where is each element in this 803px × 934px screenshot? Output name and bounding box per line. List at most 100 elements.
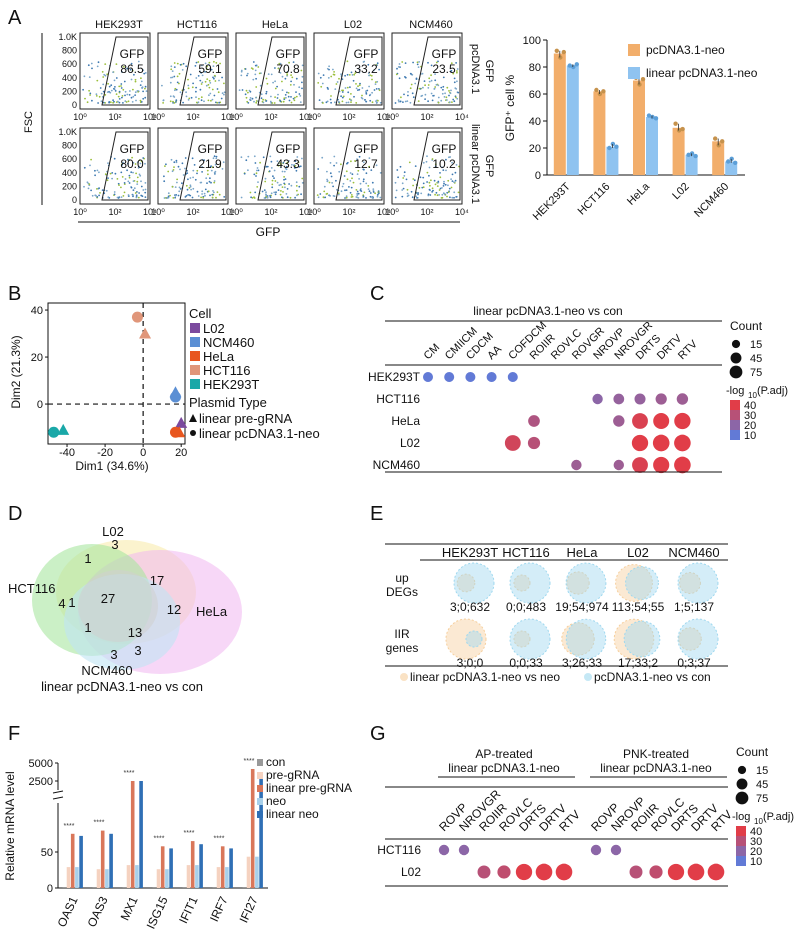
flow-event-dot bbox=[97, 102, 99, 104]
dotplot-dot bbox=[674, 434, 691, 452]
flow-event-dot bbox=[107, 177, 109, 180]
flow-event-dot bbox=[426, 171, 429, 174]
flow-event-dot bbox=[420, 95, 423, 97]
flow-event-dot bbox=[175, 88, 178, 91]
flow-event-dot bbox=[83, 166, 86, 169]
y-tick-label: 1.0K bbox=[58, 127, 77, 137]
flow-event-dot bbox=[332, 68, 334, 71]
f-category-label: IRF7 bbox=[207, 894, 231, 924]
flow-event-dot bbox=[169, 100, 172, 103]
flow-event-dot bbox=[326, 100, 329, 103]
flow-event-dot bbox=[371, 196, 374, 199]
flow-event-dot bbox=[343, 175, 346, 177]
x-tick-label: 10⁴ bbox=[455, 112, 469, 122]
flow-event-dot bbox=[344, 87, 347, 89]
flow-event-dot bbox=[357, 89, 359, 91]
flow-event-dot bbox=[205, 177, 208, 180]
flow-event-dot bbox=[301, 81, 303, 84]
dotplot-dot bbox=[632, 413, 648, 429]
flow-event-dot bbox=[329, 98, 332, 101]
flow-event-dot bbox=[216, 88, 219, 90]
flow-event-dot bbox=[399, 100, 402, 103]
flow-event-dot bbox=[422, 161, 425, 164]
flow-event-dot bbox=[195, 101, 198, 104]
flow-event-dot bbox=[340, 73, 342, 76]
flow-events bbox=[163, 155, 226, 199]
x-tick-label: 10⁴ bbox=[221, 112, 235, 122]
flow-row-label: linear pcDNA3.1 bbox=[469, 124, 481, 204]
flow-event-dot bbox=[441, 187, 443, 189]
flow-event-dot bbox=[109, 101, 112, 104]
flow-event-dot bbox=[208, 94, 210, 97]
flow-event-dot bbox=[349, 172, 352, 174]
flow-event-dot bbox=[434, 183, 437, 186]
flow-event-dot bbox=[201, 158, 204, 161]
flow-event-dot bbox=[191, 86, 194, 89]
flow-event-dot bbox=[408, 161, 411, 164]
replicate-point bbox=[680, 126, 685, 132]
flow-event-dot bbox=[299, 95, 302, 97]
gate-label: GFP bbox=[276, 142, 301, 156]
flow-event-dot bbox=[438, 189, 441, 191]
flow-event-dot bbox=[406, 192, 409, 195]
flow-event-dot bbox=[296, 194, 298, 197]
flow-event-dot bbox=[132, 161, 135, 164]
flow-event-dot bbox=[243, 172, 246, 175]
p-legend-title: -log bbox=[726, 385, 744, 397]
flow-event-dot bbox=[283, 176, 285, 178]
pca-legend-triangle-icon bbox=[189, 414, 197, 422]
gate-label: GFP bbox=[198, 142, 223, 156]
flow-event-dot bbox=[201, 81, 204, 84]
flow-event-dot bbox=[294, 164, 297, 167]
flow-event-dot bbox=[300, 193, 302, 196]
flow-event-dot bbox=[294, 96, 296, 99]
flow-event-dot bbox=[258, 72, 261, 75]
flow-event-dot bbox=[401, 195, 404, 198]
flow-event-dot bbox=[257, 66, 260, 68]
flow-event-dot bbox=[257, 169, 260, 172]
flow-event-dot bbox=[170, 65, 173, 68]
flow-event-dot bbox=[451, 161, 453, 164]
flow-event-dot bbox=[346, 73, 349, 76]
f-significance-mark: **** bbox=[124, 770, 135, 777]
flow-event-dot bbox=[83, 185, 85, 188]
flow-event-dot bbox=[134, 163, 137, 165]
f-bar bbox=[182, 887, 187, 888]
p-legend-swatch bbox=[736, 856, 746, 866]
p-legend-label: 10 bbox=[750, 856, 762, 868]
flow-event-dot bbox=[338, 101, 340, 103]
flow-event-dot bbox=[132, 194, 135, 197]
x-tick-label: 10⁰ bbox=[385, 207, 399, 217]
flow-event-dot bbox=[256, 186, 259, 188]
f-bar bbox=[156, 869, 161, 888]
flow-event-dot bbox=[143, 72, 146, 75]
pca-x-tick-label: -40 bbox=[59, 447, 75, 459]
flow-event-dot bbox=[195, 61, 198, 64]
e-venn-circle-b bbox=[565, 562, 607, 604]
venn-count: 4 bbox=[58, 596, 65, 611]
flow-event-dot bbox=[216, 101, 219, 104]
flow-event-dot bbox=[89, 164, 91, 167]
flow-event-dot bbox=[340, 163, 342, 166]
flow-cell-title: HCT116 bbox=[177, 19, 217, 31]
flow-event-dot bbox=[279, 193, 282, 196]
flow-event-dot bbox=[412, 178, 415, 180]
flow-event-dot bbox=[252, 78, 255, 81]
flow-event-dot bbox=[453, 100, 456, 103]
dotplot-dot bbox=[634, 393, 646, 405]
flow-event-dot bbox=[194, 178, 197, 181]
flow-event-dot bbox=[414, 165, 417, 168]
flow-event-dot bbox=[256, 167, 259, 169]
x-tick-label: 10⁴ bbox=[221, 207, 235, 217]
flow-event-dot bbox=[241, 89, 244, 91]
flow-event-dot bbox=[100, 100, 103, 103]
flow-event-dot bbox=[136, 161, 139, 164]
flow-event-dot bbox=[301, 182, 304, 184]
dotplot-dot bbox=[613, 393, 625, 405]
flow-event-dot bbox=[270, 95, 272, 98]
flow-event-dot bbox=[211, 193, 214, 196]
